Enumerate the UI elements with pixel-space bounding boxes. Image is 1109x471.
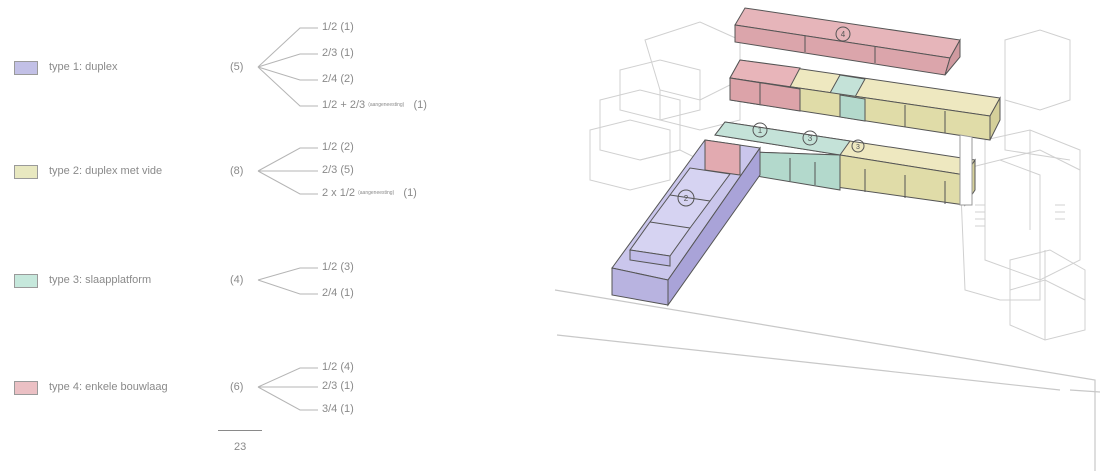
type-1-sub-4: 1/2 + 2/3 (aangeneesting) (1) bbox=[322, 99, 427, 111]
type-4-label: type 4: enkele bouwlaag bbox=[49, 381, 168, 393]
type-2-sub-3: 2 x 1/2 (aangeneesting) (1) bbox=[322, 187, 417, 199]
type-3-count: (4) bbox=[230, 274, 244, 286]
type-1-count: (5) bbox=[230, 61, 244, 73]
total-rule bbox=[218, 430, 262, 431]
type-2-sub-3-note: (aangeneesting) bbox=[358, 190, 395, 197]
type-1-swatch bbox=[14, 61, 38, 75]
type-4-swatch bbox=[14, 381, 38, 395]
legend: type 1: duplex (5) 1/2 (1) 2/3 (1) 2/4 (… bbox=[0, 0, 540, 471]
type-4-count: (6) bbox=[230, 381, 244, 393]
marker-2: 2 bbox=[684, 194, 689, 203]
type-1-sub-2: 2/3 (1) bbox=[322, 47, 354, 59]
type-3-sub-2: 2/4 (1) bbox=[322, 287, 354, 299]
marker-3a: 3 bbox=[808, 134, 813, 143]
isometric-building-diagram: 4 1 3 3 2 bbox=[554, 7, 1101, 471]
type-1-sub-1: 1/2 (1) bbox=[322, 21, 354, 33]
type-1-sub-4-count: (1) bbox=[413, 99, 427, 111]
type-1-sub-3: 2/4 (2) bbox=[322, 73, 354, 85]
total-count: 23 bbox=[234, 441, 247, 453]
type-2-sub-3-text: 2 x 1/2 bbox=[322, 187, 356, 199]
marker-3b: 3 bbox=[856, 144, 860, 151]
type-3-sub-1: 1/2 (3) bbox=[322, 261, 354, 273]
legend-row-type-2: type 2: duplex met vide (8) bbox=[0, 164, 540, 184]
type-1-sub-4-note: (aangeneesting) bbox=[368, 102, 405, 109]
separator-slabs bbox=[959, 134, 973, 206]
type-2-sub-1: 1/2 (2) bbox=[322, 141, 354, 153]
legend-row-type-1: type 1: duplex (5) bbox=[0, 60, 540, 80]
legend-row-type-4: type 4: enkele bouwlaag (6) bbox=[0, 380, 540, 400]
type-2-label: type 2: duplex met vide bbox=[49, 165, 163, 177]
bracket-lines bbox=[257, 27, 318, 411]
type-2-swatch bbox=[14, 165, 38, 179]
type-2-sub-2: 2/3 (5) bbox=[322, 164, 354, 176]
type-4-sub-3: 3/4 (1) bbox=[322, 403, 354, 415]
block-row-middle bbox=[729, 59, 1001, 141]
type-3-label: type 3: slaapplatform bbox=[49, 274, 152, 286]
type-2-sub-3-count: (1) bbox=[403, 187, 417, 199]
legend-row-type-3: type 3: slaapplatform (4) bbox=[0, 273, 540, 293]
block-wing-purple: 2 bbox=[611, 139, 761, 307]
marker-4: 4 bbox=[841, 30, 846, 39]
type-2-count: (8) bbox=[230, 165, 244, 177]
site-lines bbox=[554, 289, 1101, 471]
block-row-top: 4 bbox=[734, 7, 961, 76]
marker-1: 1 bbox=[758, 126, 763, 135]
type-4-sub-2: 2/3 (1) bbox=[322, 380, 354, 392]
type-3-swatch bbox=[14, 274, 38, 288]
type-1-sub-4-text: 1/2 + 2/3 bbox=[322, 99, 366, 111]
type-1-label: type 1: duplex bbox=[49, 61, 118, 73]
type-4-sub-1: 1/2 (4) bbox=[322, 361, 354, 373]
